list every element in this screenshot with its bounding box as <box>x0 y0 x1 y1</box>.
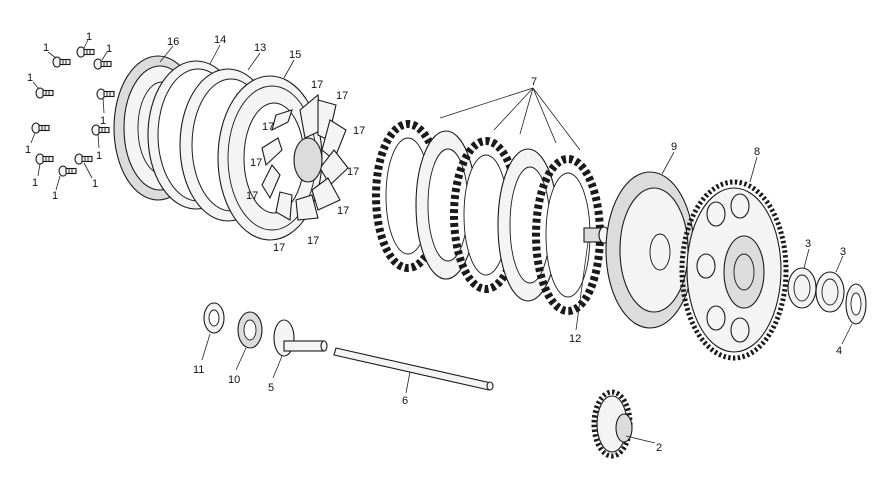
callout-17: 17 <box>246 190 258 202</box>
callout-13: 13 <box>254 42 266 54</box>
callout-17: 17 <box>311 79 323 91</box>
callout-1: 1 <box>27 72 33 84</box>
spring-fingers <box>261 93 349 221</box>
callout-1: 1 <box>96 150 102 162</box>
screw <box>91 124 110 136</box>
callout-1: 1 <box>43 42 49 54</box>
callout-1: 1 <box>92 178 98 190</box>
callout-1: 1 <box>86 31 92 43</box>
screw <box>76 46 95 58</box>
callout-3: 3 <box>805 238 811 250</box>
callout-9: 9 <box>671 141 677 153</box>
callout-14: 14 <box>214 34 226 46</box>
callout-12: 12 <box>569 333 581 345</box>
screw <box>31 122 50 134</box>
callout-1: 1 <box>106 43 112 55</box>
callout-15: 15 <box>289 49 301 61</box>
callout-5: 5 <box>268 382 274 394</box>
screw <box>96 88 115 100</box>
backing-plate <box>605 171 695 329</box>
callout-17: 17 <box>250 157 262 169</box>
callout-1: 1 <box>100 115 106 127</box>
callout-17: 17 <box>336 90 348 102</box>
callout-10: 10 <box>228 374 240 386</box>
leader-lines <box>30 39 853 444</box>
callout-16: 16 <box>167 36 179 48</box>
callout-1: 1 <box>52 190 58 202</box>
screw <box>35 153 54 165</box>
callout-17: 17 <box>262 121 274 133</box>
callout-17: 17 <box>347 166 359 178</box>
needle-bearing <box>787 267 817 309</box>
washer <box>203 302 225 334</box>
callout-17: 17 <box>337 205 349 217</box>
thrust-washer <box>845 283 867 325</box>
thrust-bearing <box>237 311 263 349</box>
callout-17: 17 <box>307 235 319 247</box>
primary-gear <box>679 179 789 361</box>
callout-11: 11 <box>193 364 204 376</box>
screw <box>93 58 112 70</box>
screw <box>35 87 54 99</box>
needle-bearing <box>815 271 845 313</box>
callout-1: 1 <box>25 144 31 156</box>
callout-1: 1 <box>32 177 38 189</box>
callout-17: 17 <box>273 242 285 254</box>
callout-4: 4 <box>836 345 842 357</box>
callout-6: 6 <box>402 395 408 407</box>
callout-3: 3 <box>840 246 846 258</box>
screw-group <box>31 46 115 177</box>
pushrod-mushroom <box>273 319 328 357</box>
callout-2: 2 <box>656 442 662 454</box>
callout-7: 7 <box>531 76 537 88</box>
callout-8: 8 <box>754 146 760 158</box>
inner-hub <box>583 226 610 244</box>
small-gear <box>591 389 633 459</box>
screw <box>52 56 71 68</box>
screw <box>58 165 77 177</box>
callout-17: 17 <box>353 125 365 137</box>
pushrod <box>333 347 494 391</box>
screw <box>74 153 93 165</box>
callout-labels: 1 1 1 1 1 1 1 1 1 1 16 14 13 15 17 17 17… <box>25 31 846 454</box>
